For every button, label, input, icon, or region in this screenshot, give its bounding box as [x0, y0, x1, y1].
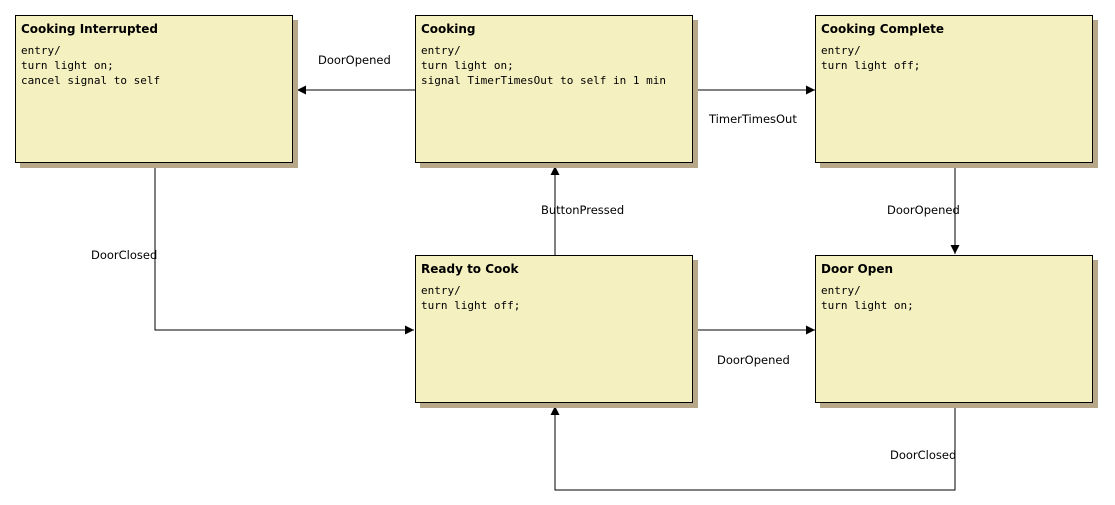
state-line: signal TimerTimesOut to self in 1 min: [421, 74, 667, 87]
edge-door-open-to-ready: [550, 405, 956, 491]
state-line: entry/: [421, 44, 461, 57]
state-title: Cooking: [421, 22, 476, 36]
label-cooking-to-interrupted: DoorOpened: [318, 53, 391, 67]
label-ready-to-cooking: ButtonPressed: [541, 203, 625, 217]
state-cooking[interactable]: Cooking entry/ turn light on; signal Tim…: [415, 15, 693, 163]
state-line: entry/: [21, 44, 61, 57]
state-ready-to-cook[interactable]: Ready to Cook entry/ turn light off;: [415, 255, 693, 403]
state-line: turn light on;: [421, 59, 514, 72]
state-title: Ready to Cook: [421, 262, 519, 276]
state-cooking-interrupted[interactable]: Cooking Interrupted entry/ turn light on…: [15, 15, 293, 163]
state-line: turn light off;: [821, 59, 921, 72]
state-line: turn light on;: [21, 59, 114, 72]
state-line: entry/: [421, 284, 461, 297]
edge-interrupted-to-ready: [154, 165, 414, 335]
label-interrupted-to-ready: DoorClosed: [91, 248, 158, 262]
label-cooking-to-complete: TimerTimesOut: [709, 112, 797, 126]
state-line: turn light off;: [421, 299, 521, 312]
state-line: entry/: [821, 284, 861, 297]
state-cooking-complete[interactable]: Cooking Complete entry/ turn light off;: [815, 15, 1093, 163]
state-title: Cooking Complete: [821, 22, 944, 36]
label-complete-to-door-open: DoorOpened: [887, 203, 960, 217]
label-door-open-to-ready: DoorClosed: [890, 448, 957, 462]
state-door-open[interactable]: Door Open entry/ turn light on;: [815, 255, 1093, 403]
state-title: Door Open: [821, 262, 894, 276]
state-line: turn light on;: [821, 299, 914, 312]
label-ready-to-door-open: DoorOpened: [717, 353, 790, 367]
state-line: cancel signal to self: [21, 74, 161, 87]
state-line: entry/: [821, 44, 861, 57]
state-title: Cooking Interrupted: [21, 22, 159, 36]
